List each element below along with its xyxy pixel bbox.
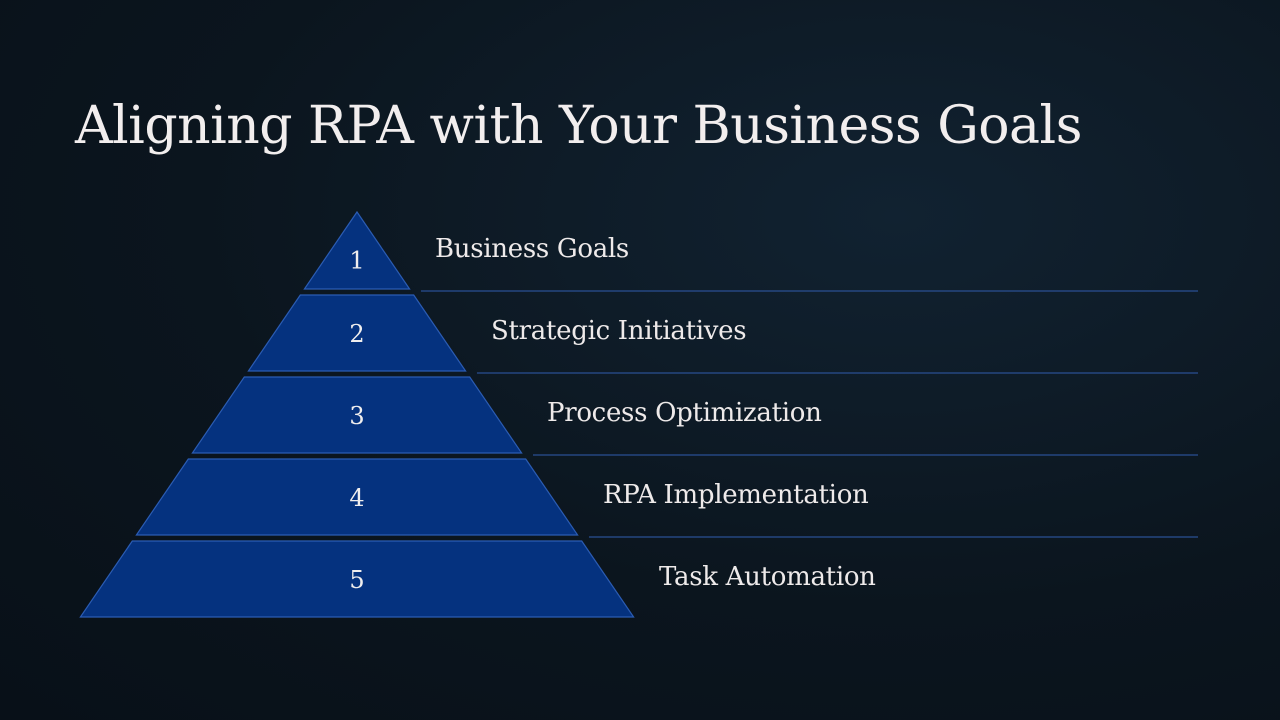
tier-label: Strategic Initiatives	[491, 316, 747, 346]
tier-number: 2	[349, 320, 364, 348]
pyramid-tier-1	[303, 210, 411, 290]
tier-label: Business Goals	[435, 234, 629, 264]
slide-title: Aligning RPA with Your Business Goals	[75, 96, 1082, 156]
tier-number: 4	[349, 484, 364, 512]
tier-number: 5	[349, 566, 364, 594]
tier-number: 3	[349, 402, 364, 430]
pyramid-tier-4	[135, 458, 579, 536]
pyramid-tier-5	[79, 540, 635, 618]
tier-label: Task Automation	[659, 562, 876, 592]
pyramid-tier-3	[191, 376, 523, 454]
tier-number: 1	[349, 247, 364, 275]
tier-label: RPA Implementation	[603, 480, 869, 510]
tier-label: Process Optimization	[547, 398, 822, 428]
pyramid-tier-2	[247, 294, 467, 372]
